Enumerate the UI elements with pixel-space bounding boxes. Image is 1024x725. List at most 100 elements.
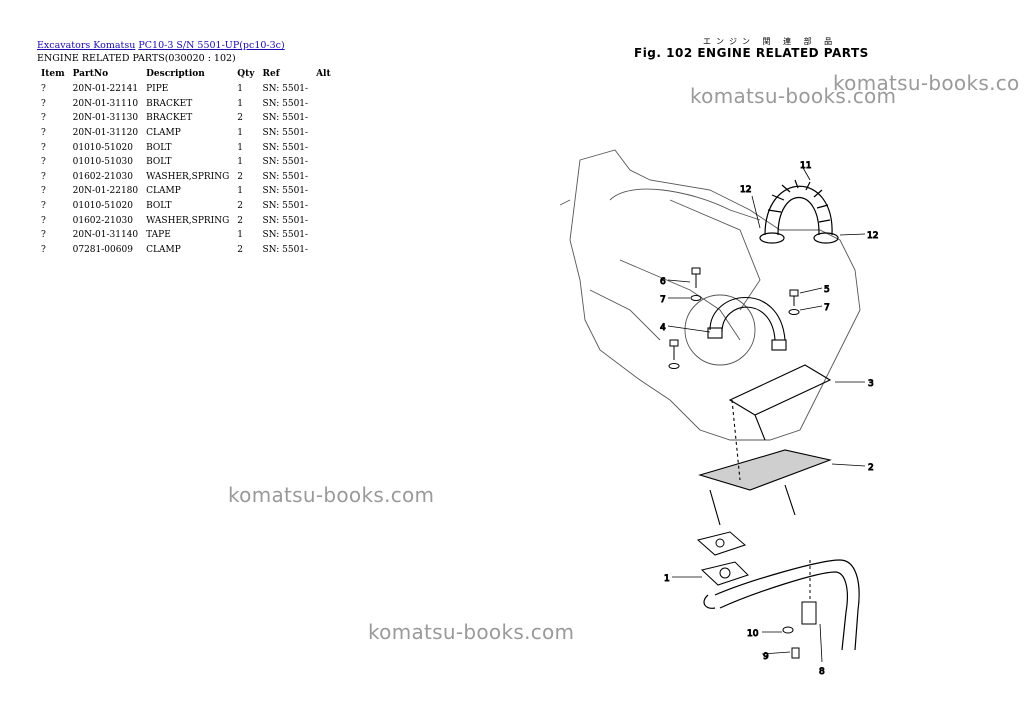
breadcrumb-link-excavators[interactable]: Excavators Komatsu — [37, 40, 136, 51]
engine-outline — [559, 149, 861, 441]
cell-ref: SN: 5501- — [262, 98, 309, 109]
cell-description: BOLT — [146, 142, 172, 153]
exploded-parts-diagram: 11 12 12 6 7 4 5 7 3 2 1 10 9 8 — [559, 149, 879, 678]
callout-12b: 12 — [867, 231, 878, 241]
cell-ref: SN: 5501- — [262, 157, 309, 168]
cell-qty: 1 — [237, 142, 243, 153]
cell-partno: 20N-01-22180 — [72, 186, 139, 197]
flex-pipe — [759, 179, 839, 244]
cell-item: ? — [41, 128, 46, 139]
callout-11: 11 — [800, 161, 811, 171]
cell-partno: 07281-00609 — [72, 244, 133, 255]
cell-partno: 20N-01-22141 — [72, 84, 139, 95]
cell-ref: SN: 5501- — [262, 128, 309, 139]
cell-partno: 01010-51020 — [72, 142, 133, 153]
cell-item: ? — [41, 142, 46, 153]
bracket-plate — [698, 399, 832, 526]
header-ref: Ref — [262, 68, 280, 79]
callout-1: 1 — [664, 574, 670, 584]
cell-qty: 2 — [237, 244, 243, 255]
cell-partno: 20N-01-31130 — [72, 113, 139, 124]
cell-alt — [312, 199, 336, 214]
cell-alt — [312, 126, 336, 141]
cell-item: ? — [41, 98, 46, 109]
cell-item: ? — [41, 113, 46, 124]
cell-ref: SN: 5501- — [262, 84, 309, 95]
header-description: Description — [146, 68, 205, 79]
cell-partno: 01602-21030 — [72, 171, 133, 182]
cell-qty: 2 — [237, 201, 243, 212]
cell-description: BRACKET — [146, 113, 193, 124]
cell-item: ? — [41, 157, 46, 168]
cell-item: ? — [41, 171, 46, 182]
cell-qty: 1 — [237, 128, 243, 139]
cell-partno: 01602-21030 — [72, 215, 133, 226]
cell-qty: 1 — [237, 157, 243, 168]
callout-7: 7 — [660, 295, 666, 305]
cell-item: ? — [41, 215, 46, 226]
cell-description: CLAMP — [146, 186, 181, 197]
figure-japanese-title: エンジン 関 連 部 品 — [703, 37, 838, 46]
cell-ref: SN: 5501- — [262, 113, 309, 124]
cell-description: BRACKET — [146, 98, 193, 109]
clamp-band — [707, 296, 787, 351]
cell-qty: 1 — [237, 186, 243, 197]
pipe-clamp — [782, 560, 817, 659]
cell-partno: 01010-51030 — [72, 157, 133, 168]
cell-item: ? — [41, 186, 46, 197]
cell-alt — [312, 184, 336, 199]
parts-table: Item PartNo Description Qty Ref Alt ?20N… — [37, 67, 336, 257]
cell-item: ? — [41, 230, 46, 241]
leader-lines — [667, 165, 866, 663]
cell-description: BOLT — [146, 201, 172, 212]
header-qty: Qty — [237, 68, 255, 79]
cell-qty: 2 — [237, 171, 243, 182]
cell-description: PIPE — [146, 84, 169, 95]
cell-description: WASHER,SPRING — [146, 215, 230, 226]
cell-alt — [312, 140, 336, 155]
cell-alt — [312, 213, 336, 228]
exhaust-pipe — [703, 559, 860, 651]
breadcrumb: Excavators Komatsu PC10-3 S/N 5501-UP(pc… — [37, 40, 285, 51]
cell-ref: SN: 5501- — [262, 142, 309, 153]
cell-alt — [312, 111, 336, 126]
cell-alt — [312, 170, 336, 185]
heat-shield — [728, 364, 832, 441]
cell-partno: 20N-01-31120 — [72, 128, 139, 139]
cell-item: ? — [41, 244, 46, 255]
cell-ref: SN: 5501- — [262, 244, 309, 255]
cell-partno: 20N-01-31110 — [72, 98, 139, 109]
cell-qty: 1 — [237, 230, 243, 241]
callout-12: 12 — [740, 185, 751, 195]
cell-description: WASHER,SPRING — [146, 171, 230, 182]
figure-title: Fig. 102 ENGINE RELATED PARTS — [634, 46, 869, 60]
bolts — [668, 267, 800, 369]
header-alt: Alt — [316, 68, 331, 79]
breadcrumb-link-model[interactable]: PC10-3 S/N 5501-UP(pc10-3c) — [138, 40, 285, 51]
cell-alt — [312, 155, 336, 170]
cell-alt — [312, 228, 336, 243]
cell-description: BOLT — [146, 157, 172, 168]
cell-item: ? — [41, 201, 46, 212]
callout-10: 10 — [747, 629, 759, 639]
cell-item: ? — [41, 84, 46, 95]
cell-alt — [312, 243, 336, 258]
cell-qty: 1 — [237, 84, 243, 95]
cell-qty: 2 — [237, 113, 243, 124]
table-row: ? 01010-51020 BOLT 1 SN: 5501- — [37, 140, 336, 155]
header-item: Item — [41, 68, 65, 79]
cell-alt — [312, 82, 336, 97]
callout-5: 5 — [824, 285, 830, 295]
watermark-clipped: komatsu-books.co — [833, 71, 1020, 95]
watermark: komatsu-books.com — [368, 620, 575, 644]
callout-9: 9 — [763, 652, 769, 662]
watermark: komatsu-books.com — [690, 84, 897, 108]
table-row: ? 20N-01-22141 PIPE 1 SN: 5501- — [37, 82, 336, 97]
